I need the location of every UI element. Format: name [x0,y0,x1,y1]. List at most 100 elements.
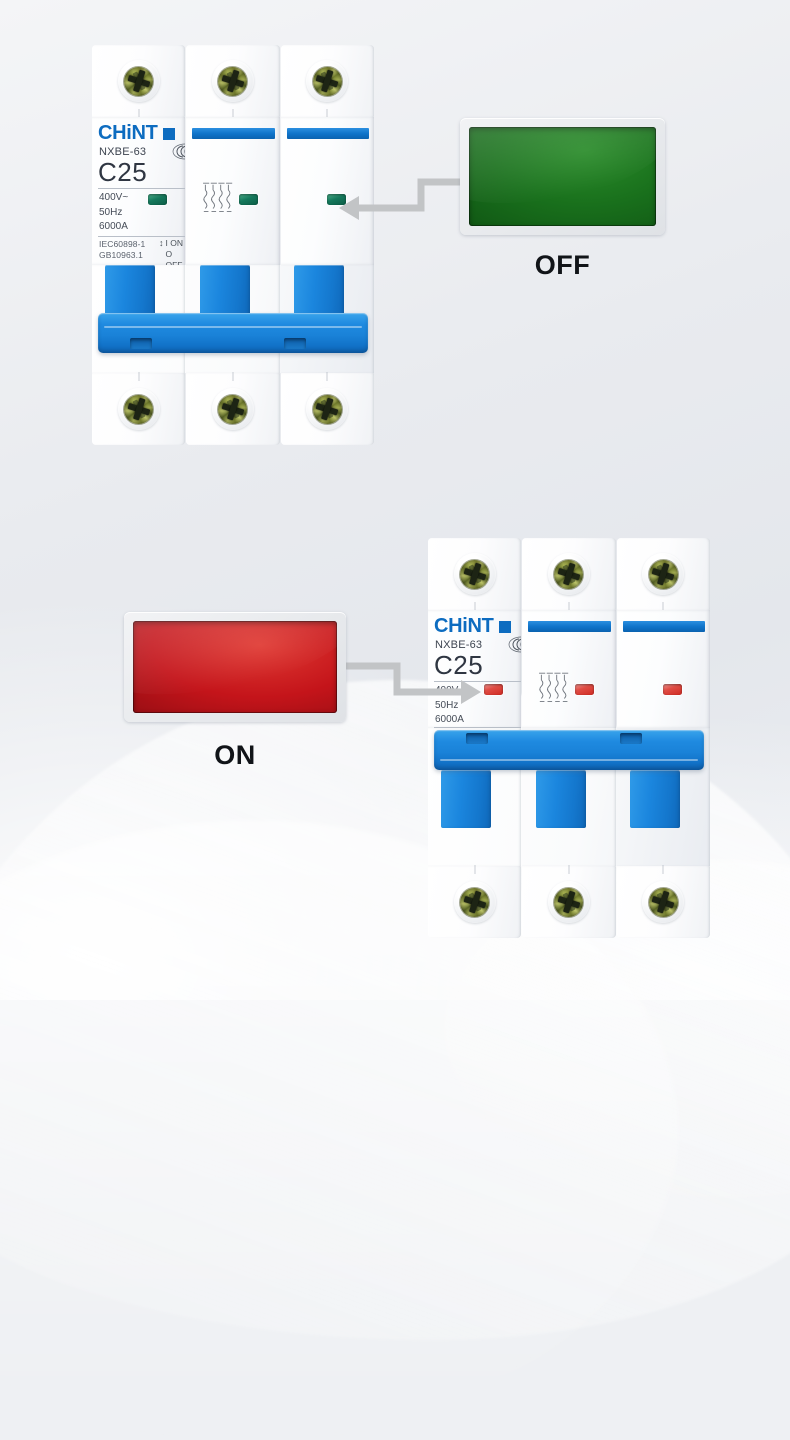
terminal-cell[interactable] [92,373,186,445]
terminal-screw-well [211,388,254,430]
divider-line [98,236,186,237]
terminal-cell[interactable] [92,45,186,117]
indicator-preview-green [469,127,656,226]
top-terminal-row [92,45,374,117]
breaker-on: CHiNT NXBE-63 S C25 400V~ 50Hz 6000A [428,538,710,938]
spec-frequency: 50Hz [99,206,123,218]
screw-icon [312,394,342,424]
legend-off: O OFF [165,249,183,265]
terminal-cell[interactable] [616,538,710,610]
standard-gb: GB10963.1 [99,250,143,260]
terminal-cell[interactable] [522,866,616,938]
screw-icon [218,394,248,424]
screw-icon [648,559,678,589]
lever-stem[interactable] [200,265,250,317]
lever-stem[interactable] [536,770,586,828]
terminal-cell[interactable] [280,373,374,445]
spec-voltage: 400V~ [99,192,129,203]
current-rating: C25 [434,650,484,680]
handle-notch [284,338,306,349]
brand-square-icon [498,621,511,633]
ccc-mark-icon: S [172,143,186,160]
handle-notch [620,733,642,744]
callout-on-label: ON [214,740,256,770]
terminal-cell[interactable] [428,866,522,938]
lever-stem[interactable] [630,770,680,828]
callout-off-label: OFF [534,250,591,280]
pole-2 [186,117,280,265]
callout-pointer-off [339,178,473,220]
terminal-screw-well [453,881,496,923]
indicator-preview-red [133,621,337,713]
blue-accent-bar [286,128,369,139]
screen-sheen [469,127,656,224]
screw-icon [648,887,678,917]
screw-icon [460,559,490,589]
terminal-screw-well [117,388,160,430]
screw-icon [124,394,154,424]
legend-on: I ON [165,238,183,248]
terminal-screw-well [211,60,254,102]
terminal-cell[interactable] [616,866,710,938]
screw-icon [554,559,584,589]
bottom-terminal-row [428,866,710,938]
pole-3 [280,117,374,265]
status-indicator-window [662,684,682,695]
terminal-cell[interactable] [522,538,616,610]
callout-on [124,612,346,722]
breaker-face: CHiNT NXBE-63 S C25 400V~ 50Hz 6000A IEC… [92,117,374,265]
breaker-off: CHiNT NXBE-63 S C25 400V~ 50Hz 6000A IEC… [92,45,374,445]
blue-accent-bar [528,621,611,632]
terminal-screw-well [547,553,590,595]
terminal-cell[interactable] [186,373,280,445]
handle-gloss [440,759,698,761]
status-indicator-window [239,194,259,205]
breaker-face: CHiNT NXBE-63 S C25 400V~ 50Hz 6000A [428,610,710,728]
status-indicator-window [484,684,503,695]
callout-pointer-on [345,662,481,704]
terminal-screw-well [306,60,349,102]
lever-stem[interactable] [294,265,344,317]
top-terminal-row [428,538,710,610]
lever-stem[interactable] [105,265,155,317]
screw-icon [554,887,584,917]
pole-3 [616,610,710,728]
spec-block: 400V~ 50Hz 6000A [99,191,128,235]
screw-icon [460,887,490,917]
brand-logo: CHiNT [434,616,511,636]
spec-breaking-capacity: 6000A [99,221,128,232]
lever-stem[interactable] [441,770,491,828]
screen-sheen [133,621,337,713]
up-down-arrow-icon: ↕ [159,238,164,248]
blue-accent-bar [192,128,275,139]
terminal-screw-well [642,553,685,595]
terminal-cell[interactable] [428,538,522,610]
model-number: NXBE-63 [99,146,147,158]
divider-line [434,681,522,682]
spec-frequency: 50Hz [435,699,459,711]
terminal-screw-well [117,60,160,102]
divider-line [98,188,186,189]
spec-breaking-capacity: 6000A [435,714,464,725]
status-indicator-window [148,194,167,205]
toggle-handle[interactable] [98,313,368,353]
current-rating: C25 [98,157,148,187]
standard-iec: IEC60898-1 [99,239,146,249]
bottom-terminal-row [92,373,374,445]
wiring-schematic-icon [203,182,233,213]
terminal-cell[interactable] [186,45,280,117]
brand-name: CHiNT [434,615,494,637]
terminal-screw-well [642,881,685,923]
brand-name: CHiNT [98,122,158,144]
screw-icon [124,66,154,96]
toggle-handle[interactable] [434,730,704,770]
terminal-cell[interactable] [280,45,374,117]
status-indicator-window [575,684,595,695]
brand-logo: CHiNT [98,123,175,143]
handle-notch [130,338,152,349]
toggle-zone [92,265,374,373]
handle-notch [466,733,488,744]
terminal-screw-well [547,881,590,923]
pole-2 [522,610,616,728]
ccc-mark-icon: S [508,636,522,653]
